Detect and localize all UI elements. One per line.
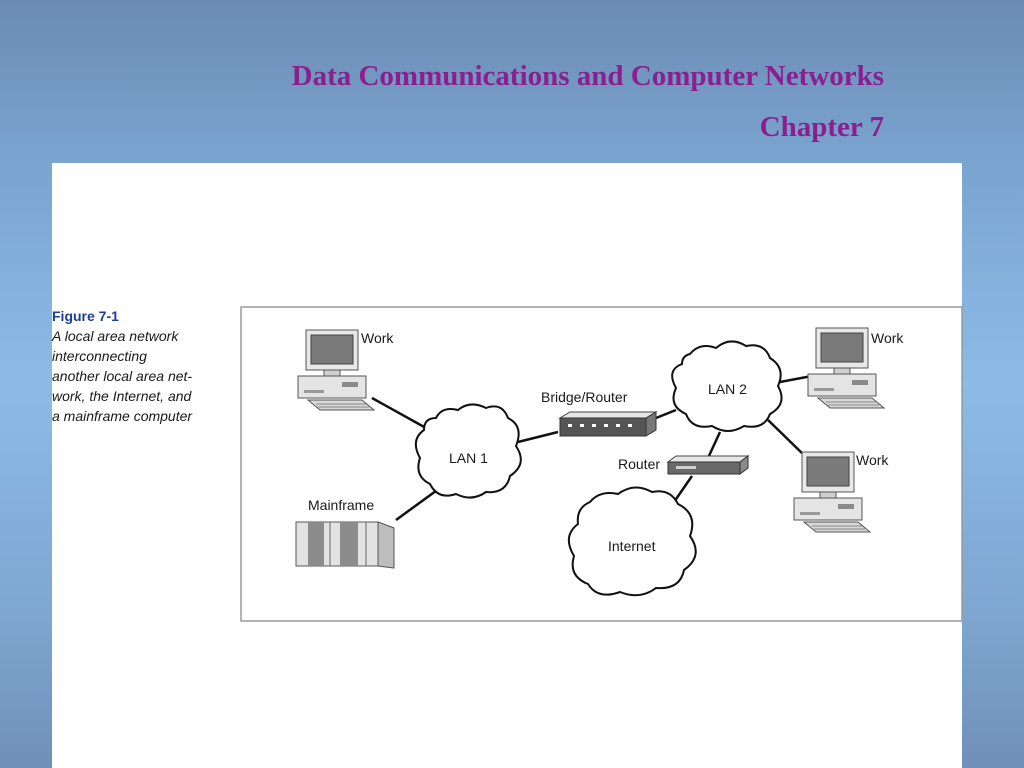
internet-label: Internet: [608, 538, 656, 554]
router-icon: [666, 455, 750, 475]
work-1-label: Work: [361, 330, 394, 346]
caption-line-2: interconnecting: [52, 348, 147, 364]
link-work1-lan1: [371, 396, 427, 430]
mainframe-label: Mainframe: [308, 497, 374, 513]
router-label: Router: [618, 456, 660, 472]
figure-label: Figure 7-1: [52, 308, 119, 324]
connection-lines: [371, 374, 813, 522]
caption-line-4: work, the Internet, and: [52, 388, 192, 404]
slide-title: Data Communications and Computer Network…: [291, 60, 884, 92]
slide-subtitle: Chapter 7: [759, 111, 884, 143]
figure-frame: [240, 306, 963, 622]
link-lan2-work3: [767, 419, 806, 457]
bridge-router-icon: [558, 411, 658, 437]
work-2-label: Work: [871, 330, 904, 346]
lan-2-cloud: [671, 340, 783, 432]
link-mainframe-lan1: [395, 486, 441, 522]
internet-cloud: [567, 486, 697, 597]
lan-2-label: LAN 2: [708, 381, 747, 397]
link-bridge-lan2: [655, 408, 677, 420]
figure-caption: Figure 7-1 A local area network intercon…: [52, 306, 227, 426]
caption-line-5: a mainframe computer: [52, 408, 193, 424]
mainframe-icon: [295, 521, 395, 569]
link-lan2-work2: [779, 374, 813, 384]
lan-1-label: LAN 1: [449, 450, 488, 466]
caption-line-3: another local area net-: [52, 368, 193, 384]
link-lan2-router: [706, 431, 722, 459]
lan-1-cloud: [414, 403, 522, 499]
bridge-router-label: Bridge/Router: [541, 389, 628, 405]
caption-line-1: A local area network: [52, 328, 179, 344]
work-3-label: Work: [856, 452, 889, 468]
link-lan1-bridge: [517, 430, 559, 444]
link-router-internet: [672, 475, 694, 503]
